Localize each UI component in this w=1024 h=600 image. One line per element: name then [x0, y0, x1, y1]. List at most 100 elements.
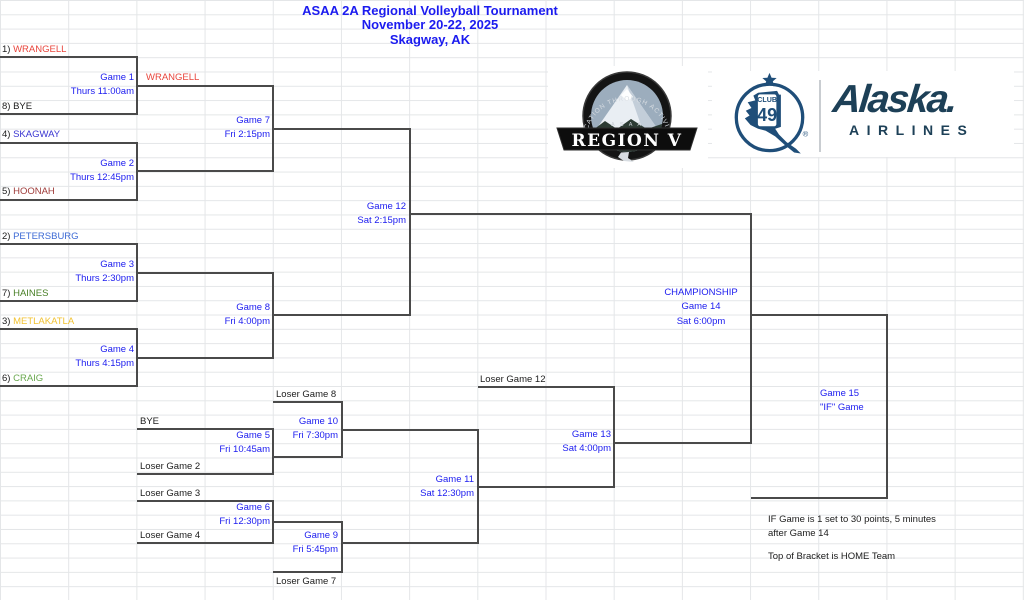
bracket-line	[136, 542, 273, 544]
alaska-map-icon	[618, 152, 634, 162]
if-rule-note-line2: after Game 14	[768, 528, 829, 539]
bracket-line	[613, 386, 615, 488]
team-craig: 6) CRAIG	[2, 373, 44, 384]
bracket-line	[136, 356, 273, 359]
registered-mark: ®	[803, 129, 809, 138]
bracket-line	[340, 401, 343, 458]
bracket-line	[0, 328, 137, 330]
bracket-line	[749, 213, 752, 444]
if-game-sub: "IF" Game	[820, 402, 864, 414]
team-bye: 8) BYE	[2, 101, 33, 112]
bracket-line	[136, 84, 273, 87]
bracket-line	[408, 127, 411, 316]
bracket-line	[340, 521, 343, 573]
bracket-line	[136, 473, 273, 475]
club-49-box	[756, 93, 778, 128]
championship-heading: CHAMPIONSHIP	[664, 287, 738, 298]
team-haines: 7) HAINES	[2, 288, 49, 299]
bracket-line	[0, 385, 137, 387]
region-v-banner	[556, 127, 698, 151]
bracket-line	[136, 170, 273, 172]
bracket-line	[273, 401, 342, 403]
bracket-line	[0, 56, 137, 58]
club-49-club-text: CLUB	[757, 96, 777, 104]
bracket-line	[273, 456, 342, 458]
club-49-logo: CLUB 49 ®	[734, 72, 809, 154]
bracket-line	[0, 198, 137, 201]
home-team-note: Top of Bracket is HOME Team	[768, 551, 896, 562]
bracket-line	[136, 271, 273, 274]
feeder-loser-game-3: Loser Game 3	[140, 488, 201, 499]
feeder-loser-game-2: Loser Game 2	[140, 461, 201, 472]
bracket-line	[0, 243, 137, 245]
team-skagway: 4) SKAGWAY	[2, 129, 61, 140]
championship-game-label: Game 14	[681, 301, 721, 313]
bracket-line	[341, 542, 478, 544]
star-icon	[762, 72, 777, 87]
alaska-airlines-text: AIRLINES	[849, 122, 975, 138]
alaska-airlines-logo: Alaska. AIRLINES	[830, 78, 1008, 138]
championship-block: CHAMPIONSHIP Game 14 Sat 6:00pm	[652, 286, 750, 329]
bracket-line	[614, 441, 751, 444]
region-v-name: REGION V	[571, 131, 682, 151]
alaska-wordmark: Alaska.	[830, 78, 958, 121]
if-game-block: Game 15 "IF" Game	[820, 387, 864, 416]
region-v-logo: EDUCATION THROUGH ACTIVITIES A S A A REG…	[551, 67, 698, 162]
title-line-1: ASAA 2A Regional Volleyball Tournament	[302, 3, 558, 18]
feeder-loser-game-7: Loser Game 7	[276, 576, 337, 587]
team-hoonah: 5) HOONAH	[2, 186, 55, 197]
bracket-line	[750, 314, 887, 316]
bracket-line	[477, 386, 614, 388]
logo-divider	[819, 80, 821, 152]
bracket-line	[273, 127, 410, 130]
feeder-loser-game-4: Loser Game 4	[140, 530, 201, 541]
bracket-line	[272, 428, 274, 475]
team-petersburg: 2) PETERSBURG	[2, 231, 79, 242]
bracket-line	[135, 243, 138, 302]
club-49-number: 49	[757, 105, 777, 125]
bracket-line	[0, 141, 137, 144]
bracket-line	[135, 141, 138, 201]
team-wrangell: 1) WRANGELL	[2, 44, 67, 55]
bracket-line	[136, 428, 273, 430]
bracket-line	[409, 213, 751, 215]
title-line-3: Skagway, AK	[389, 31, 471, 47]
bracket-line	[272, 84, 274, 172]
title-line-2: November 20-22, 2025	[361, 17, 499, 33]
bracket-line	[341, 428, 478, 431]
bracket-line	[135, 56, 138, 115]
if-rule-note-line1: IF Game is 1 set to 30 points, 5 minutes	[768, 514, 936, 525]
bracket-line	[0, 113, 137, 115]
feeder-bye: BYE	[140, 416, 160, 427]
region-v-asaa: A S A A	[611, 122, 643, 128]
bracket-line	[273, 571, 342, 573]
if-game-label: Game 15	[820, 388, 860, 399]
bracket-line	[885, 314, 888, 499]
bracket-line	[477, 486, 614, 488]
championship-time: Sat 6:00pm	[676, 315, 726, 327]
bracket-line	[476, 428, 479, 544]
bracket-line	[272, 271, 274, 359]
feeder-loser-game-8: Loser Game 8	[276, 389, 337, 400]
bracket-line	[273, 314, 410, 316]
bracket-line	[136, 500, 273, 502]
bracket-line	[273, 521, 342, 523]
bracket-line	[750, 497, 887, 499]
bracket-line	[272, 500, 274, 544]
tournament-title: ASAA 2A Regional Volleyball Tournament N…	[180, 3, 680, 47]
game1-winner: WRANGELL	[146, 72, 200, 83]
